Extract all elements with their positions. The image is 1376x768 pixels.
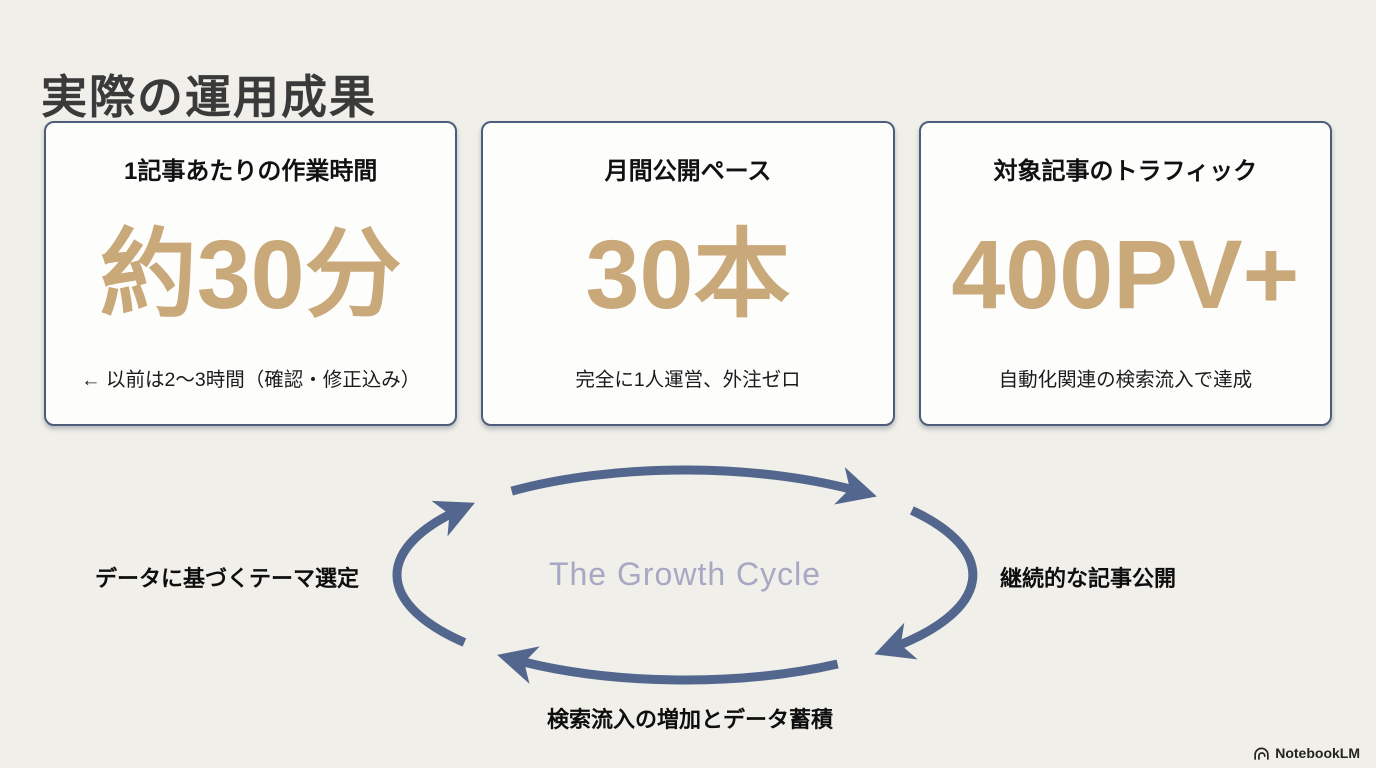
card-note: 完全に1人運営、外注ゼロ bbox=[575, 369, 801, 391]
card-title: 1記事あたりの作業時間 bbox=[123, 158, 378, 185]
card-note: ← 以前は2〜3時間（確認・修正込み） bbox=[81, 369, 421, 391]
notebooklm-branding: NotebookLM bbox=[1253, 745, 1360, 761]
notebooklm-label: NotebookLM bbox=[1275, 745, 1360, 761]
card-value: 約30分 bbox=[99, 219, 402, 329]
cycle-step-search-traffic-data: 検索流入の増加とデータ蓄積 bbox=[546, 707, 833, 732]
card-title: 対象記事のトラフィック bbox=[993, 158, 1258, 185]
stat-card-monthly-pace: 月間公開ペース 30本 完全に1人運営、外注ゼロ bbox=[481, 121, 895, 426]
cycle-arc-bottom bbox=[497, 646, 839, 685]
stat-cards-row: 1記事あたりの作業時間 約30分 ← 以前は2〜3時間（確認・修正込み） 月間公… bbox=[44, 121, 1332, 426]
stat-card-work-time: 1記事あたりの作業時間 約30分 ← 以前は2〜3時間（確認・修正込み） bbox=[44, 121, 458, 426]
card-value: 30本 bbox=[585, 219, 791, 329]
card-value: 400PV+ bbox=[951, 219, 1300, 329]
card-title: 月間公開ペース bbox=[604, 158, 772, 185]
cycle-arc-right bbox=[874, 506, 978, 660]
cycle-arc-left bbox=[392, 500, 475, 647]
page-title: 実際の運用成果 bbox=[41, 70, 377, 123]
notebooklm-icon bbox=[1253, 746, 1270, 761]
cycle-step-theme-selection: データに基づくテーマ選定 bbox=[95, 566, 360, 591]
card-note: 自動化関連の検索流入で達成 bbox=[998, 369, 1253, 391]
growth-cycle-diagram bbox=[392, 465, 978, 685]
cycle-center-label: The Growth Cycle bbox=[548, 556, 822, 592]
cycle-step-continuous-publishing: 継続的な記事公開 bbox=[1000, 566, 1177, 591]
stat-card-traffic: 対象記事のトラフィック 400PV+ 自動化関連の検索流入で達成 bbox=[918, 121, 1332, 426]
cycle-arc-top bbox=[510, 465, 877, 505]
